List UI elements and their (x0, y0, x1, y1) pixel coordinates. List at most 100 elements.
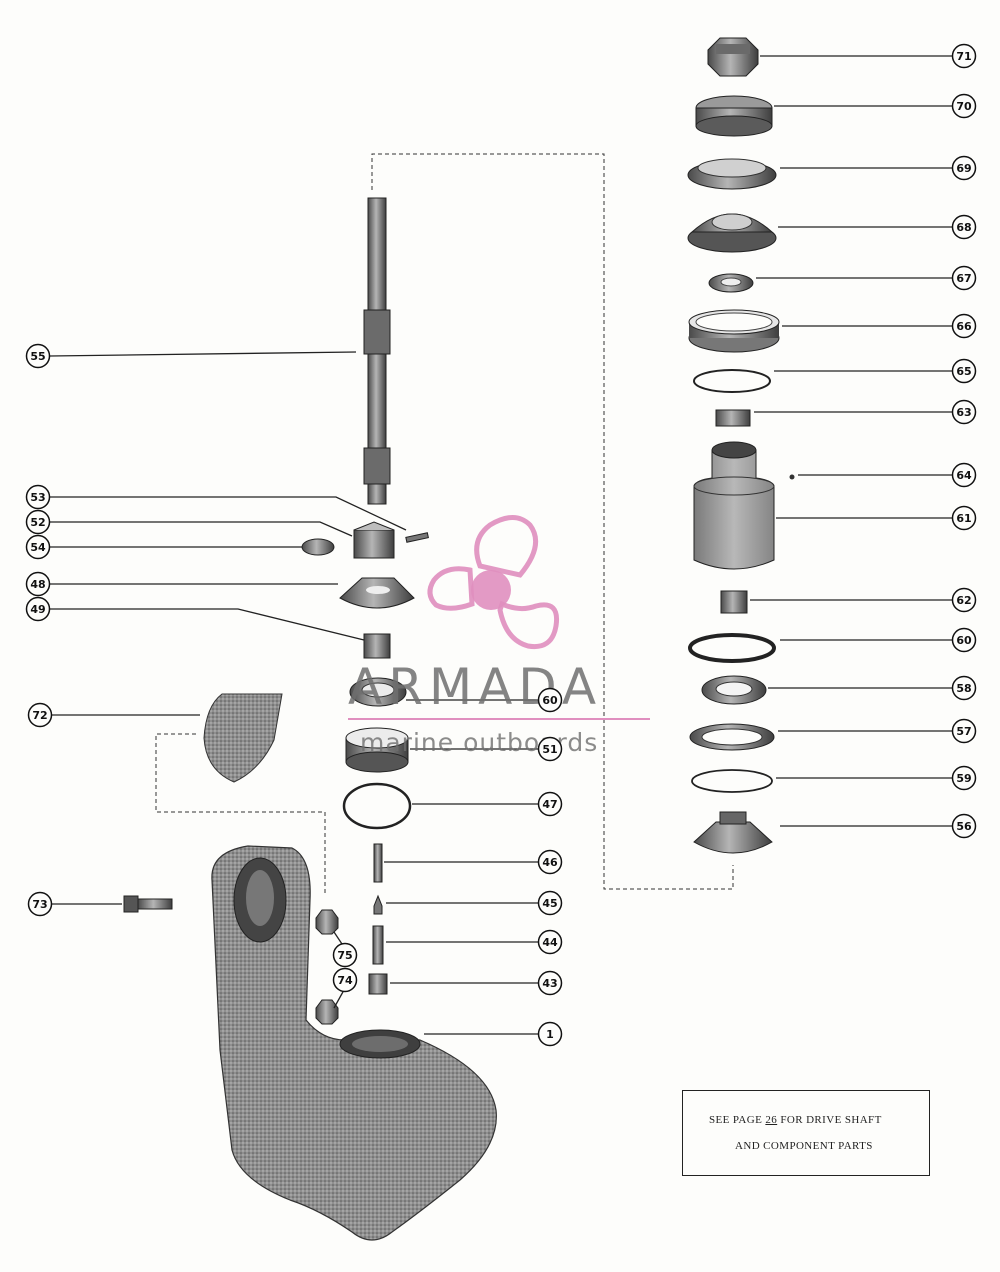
callout-72: 72 (27, 702, 53, 728)
callout-48: 48 (25, 571, 51, 597)
part-47-o-ring (342, 782, 412, 830)
callout-label: 61 (956, 512, 971, 525)
callout-label: 44 (542, 936, 558, 949)
callout-circle (951, 313, 977, 339)
part-56-pinion-gear (693, 811, 773, 854)
callout-circle (25, 509, 51, 535)
part-69-retainer (687, 158, 777, 190)
callout-63: 63 (951, 399, 977, 425)
callout-61: 61 (951, 505, 977, 531)
callout-label: 49 (30, 603, 45, 616)
callout-44: 44 (537, 929, 563, 955)
part-64-pin (789, 474, 795, 480)
callout-label: 53 (30, 491, 45, 504)
callout-54: 54 (25, 534, 51, 560)
part-65-o-ring (693, 369, 771, 393)
callout-67: 67 (951, 265, 977, 291)
note-page-ref: 26 (765, 1114, 778, 1126)
callout-circle (951, 265, 977, 291)
part-70-ring-nut (695, 95, 773, 137)
callout-circle (537, 1021, 563, 1047)
callout-label: 54 (30, 541, 46, 554)
callout-label: 56 (956, 820, 972, 833)
callout-71: 71 (951, 43, 977, 69)
callout-circle (951, 462, 977, 488)
callout-label: 62 (956, 594, 971, 607)
callout-46: 46 (537, 849, 563, 875)
part-59-o-ring (691, 769, 773, 793)
callout-circle (25, 534, 51, 560)
callout-66: 66 (951, 313, 977, 339)
part-60-ring (688, 633, 776, 663)
callout-circle (537, 929, 563, 955)
callout-circle (25, 571, 51, 597)
callout-label: 69 (956, 162, 971, 175)
callout-65: 65 (951, 358, 977, 384)
part-45-fitting (373, 894, 383, 915)
callout-circle (537, 687, 563, 713)
callout-58: 58 (951, 675, 977, 701)
callout-circle (25, 484, 51, 510)
callout-circle (25, 596, 51, 622)
callout-circle (951, 93, 977, 119)
callout-60a: 60 (537, 687, 563, 713)
callout-label: 65 (956, 365, 971, 378)
callout-75: 75 (332, 942, 358, 968)
part-46-rod (373, 843, 383, 883)
callout-73: 73 (27, 891, 53, 917)
callout-circle (25, 343, 51, 369)
callout-label: 51 (542, 743, 557, 756)
callout-label: 47 (542, 798, 557, 811)
part-58-bearing (701, 675, 767, 705)
callout-70: 70 (951, 93, 977, 119)
callout-49: 49 (25, 596, 51, 622)
callout-circle (951, 675, 977, 701)
callout-label: 59 (956, 772, 971, 785)
callout-circle (537, 791, 563, 817)
callout-56: 56 (951, 813, 977, 839)
callout-74: 74 (332, 967, 358, 993)
callout-circle (951, 813, 977, 839)
part-73-screw (123, 895, 173, 913)
part-67-seal (708, 273, 754, 293)
callout-circle (951, 399, 977, 425)
callout-57: 57 (951, 718, 977, 744)
part-52-clutch (353, 521, 395, 559)
part-68-bearing-carrier (687, 213, 777, 253)
part-55-drive-shaft (363, 197, 391, 505)
callout-51: 51 (537, 736, 563, 762)
callout-45: 45 (537, 890, 563, 916)
callout-label: 70 (956, 100, 972, 113)
callout-circle (951, 718, 977, 744)
part-66-ring (688, 309, 780, 353)
callout-label: 43 (542, 977, 557, 990)
callout-label: 55 (30, 350, 45, 363)
callout-52: 52 (25, 509, 51, 535)
part-71-nut (707, 37, 759, 77)
part-61-housing (693, 441, 775, 570)
part-72-cover (203, 693, 283, 783)
callout-label: 46 (542, 856, 558, 869)
note-line-1: SEE PAGE 26 FOR DRIVE SHAFT (709, 1114, 882, 1126)
callout-53: 53 (25, 484, 51, 510)
callout-1: 1 (537, 1021, 563, 1047)
callout-62: 62 (951, 587, 977, 613)
callout-circle (951, 587, 977, 613)
callout-circle (951, 43, 977, 69)
callout-label: 72 (32, 709, 47, 722)
callout-circle (951, 627, 977, 653)
callout-label: 67 (956, 272, 971, 285)
part-75-nut (315, 909, 339, 935)
callout-label: 57 (956, 725, 971, 738)
note-text: FOR DRIVE SHAFT (777, 1114, 882, 1126)
callout-label: 58 (956, 682, 971, 695)
callout-circle (951, 214, 977, 240)
part-43-cam (368, 973, 388, 995)
leader-lines (49, 55, 952, 1035)
callout-60b: 60 (951, 627, 977, 653)
callout-68: 68 (951, 214, 977, 240)
callout-label: 48 (30, 578, 45, 591)
part-53-pin (405, 532, 429, 543)
